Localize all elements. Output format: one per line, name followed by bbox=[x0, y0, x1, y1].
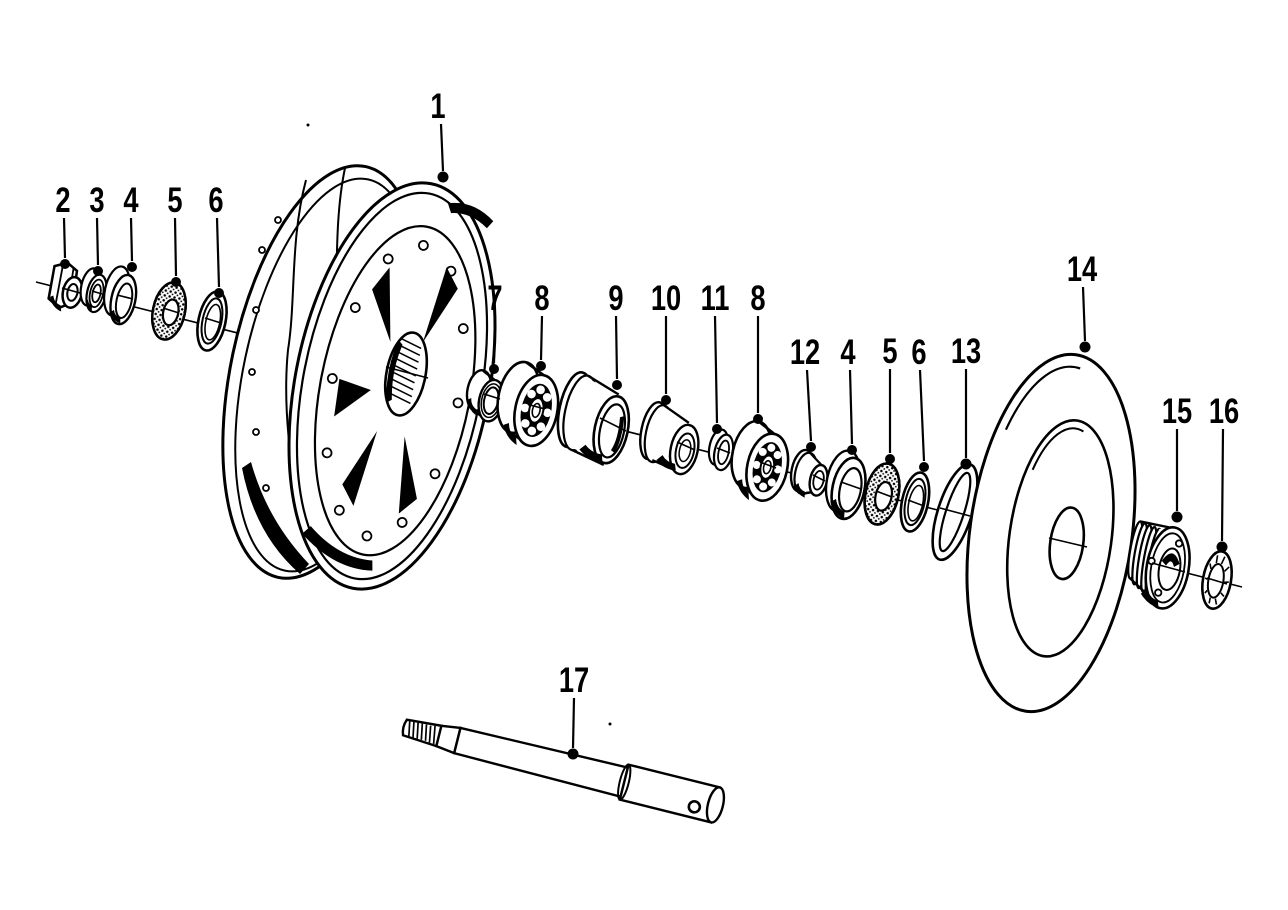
callout-13: 13 bbox=[951, 332, 981, 470]
callout-number: 6 bbox=[911, 333, 926, 372]
callout-number: 5 bbox=[167, 181, 182, 220]
callout-14: 14 bbox=[1067, 250, 1098, 353]
callout-dot bbox=[806, 442, 816, 452]
part-17-axle bbox=[401, 718, 726, 824]
callout-dot bbox=[567, 748, 579, 760]
callout-number: 3 bbox=[89, 181, 104, 220]
callout-1: 1 bbox=[430, 87, 449, 183]
callout-number: 17 bbox=[559, 661, 589, 700]
callout-number: 13 bbox=[951, 332, 981, 371]
callout-dot bbox=[214, 288, 224, 298]
callout-number: 11 bbox=[701, 279, 730, 318]
callout-3: 3 bbox=[89, 181, 105, 276]
callout-dot bbox=[885, 454, 895, 464]
callout-9: 9 bbox=[608, 279, 624, 390]
part-9-spacer-sleeve bbox=[556, 371, 631, 466]
callout-number: 6 bbox=[208, 181, 223, 220]
axle-threads bbox=[407, 720, 436, 744]
callout-number: 10 bbox=[651, 279, 681, 318]
axle-cotter-hole bbox=[687, 800, 702, 814]
callout-12: 12 bbox=[790, 333, 820, 452]
callout-number: 2 bbox=[55, 181, 70, 220]
callout-dot bbox=[1079, 341, 1091, 353]
callout-number: 12 bbox=[790, 333, 820, 372]
callout-dot bbox=[1171, 511, 1183, 523]
callout-8b: 8 bbox=[750, 279, 766, 424]
callout-2: 2 bbox=[55, 181, 71, 269]
callout-dot bbox=[847, 445, 857, 455]
part-8-ball-bearing-2 bbox=[730, 419, 790, 502]
part-7-bushing bbox=[465, 369, 505, 423]
callout-17: 17 bbox=[559, 661, 589, 760]
callout-4b: 4 bbox=[840, 333, 857, 455]
callout-6: 6 bbox=[208, 181, 224, 298]
callout-number: 7 bbox=[487, 279, 502, 318]
part-16-lock-ring bbox=[1201, 550, 1233, 610]
part-5-knurled-ring bbox=[151, 281, 187, 341]
hub-spoke-shadow bbox=[398, 436, 417, 514]
callout-dot bbox=[171, 277, 181, 287]
part-8-ball-bearing bbox=[496, 360, 560, 448]
part-11-ring bbox=[707, 428, 735, 472]
part-2-nut bbox=[47, 261, 84, 312]
callout-number: 15 bbox=[1162, 392, 1192, 431]
lock-ring-serrations bbox=[1204, 555, 1230, 605]
callout-number: 8 bbox=[534, 279, 549, 318]
callout-dot bbox=[60, 259, 70, 269]
callout-number: 8 bbox=[750, 279, 765, 318]
callout-dot bbox=[536, 361, 546, 371]
part-1-wheel-hub bbox=[221, 164, 497, 591]
callout-dot bbox=[612, 380, 622, 390]
callout-number: 4 bbox=[123, 181, 139, 220]
callout-number: 1 bbox=[430, 87, 445, 126]
speckle bbox=[306, 123, 310, 127]
part-14-cover-disc bbox=[965, 352, 1137, 714]
speckle bbox=[608, 722, 612, 726]
callout-number: 5 bbox=[882, 332, 897, 371]
callout-dot bbox=[127, 262, 137, 272]
callout-dot bbox=[661, 395, 671, 405]
part-4-ring-2 bbox=[824, 449, 867, 521]
callout-7: 7 bbox=[487, 279, 503, 374]
callout-dot bbox=[437, 171, 449, 183]
hub-threaded-bore bbox=[383, 331, 429, 417]
callout-5: 5 bbox=[167, 181, 183, 287]
callout-dot bbox=[1216, 541, 1228, 553]
callout-dot bbox=[712, 424, 722, 434]
callout-8a: 8 bbox=[534, 279, 550, 371]
bearing-balls bbox=[543, 408, 552, 418]
callout-number: 4 bbox=[840, 333, 856, 372]
hub-rim-shadow bbox=[242, 462, 309, 574]
callout-dot bbox=[919, 462, 929, 472]
axis-through-holes bbox=[61, 287, 1228, 585]
callout-5b: 5 bbox=[882, 332, 898, 464]
callout-number: 9 bbox=[608, 279, 623, 318]
part-3-washer bbox=[79, 267, 108, 314]
callout-dot bbox=[960, 458, 972, 470]
part-10-hub-sleeve bbox=[639, 401, 700, 476]
part-4-ring bbox=[103, 265, 138, 326]
callout-4: 4 bbox=[123, 181, 139, 272]
callout-6b: 6 bbox=[911, 333, 929, 472]
callout-10: 10 bbox=[651, 279, 681, 405]
callout-11: 11 bbox=[701, 279, 730, 434]
callout-dot bbox=[753, 414, 763, 424]
callout-dot bbox=[93, 266, 103, 276]
callout-15: 15 bbox=[1162, 392, 1192, 523]
callout-number: 16 bbox=[1209, 392, 1239, 431]
callout-16: 16 bbox=[1209, 392, 1239, 553]
callout-dot bbox=[489, 364, 499, 374]
callout-number: 14 bbox=[1067, 250, 1098, 289]
